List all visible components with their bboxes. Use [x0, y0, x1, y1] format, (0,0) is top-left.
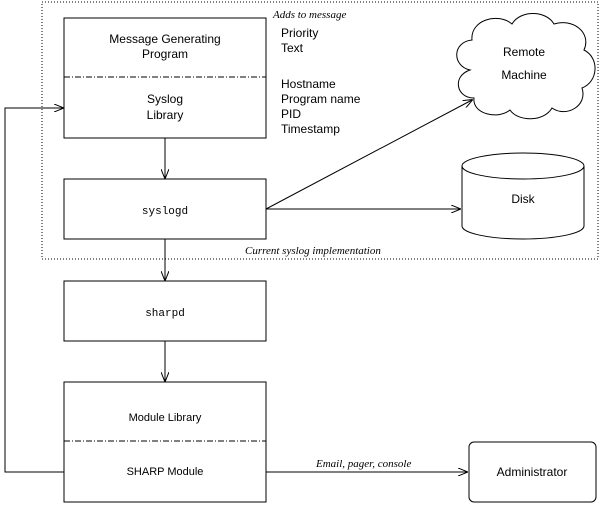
sharpd-label: sharpd [145, 308, 185, 320]
message-program-label-2: Program [142, 47, 188, 61]
region-caption-bottom: Current syslog implementation [245, 245, 381, 257]
admin-arrow-label: Email, pager, console [315, 458, 411, 470]
disk-cylinder [461, 152, 585, 240]
module-library-label: Module Library [129, 412, 202, 424]
sharp-module-label: SHARP Module [127, 466, 204, 478]
remote-machine-label-2: Machine [501, 68, 547, 82]
syslog-library-label-1: Syslog [147, 92, 183, 106]
sharp-module-box [63, 381, 267, 503]
field-priority: Priority [281, 26, 318, 40]
field-text: Text [281, 41, 304, 55]
syslogd-label: syslogd [142, 206, 188, 218]
field-hostname: Hostname [281, 77, 336, 91]
administrator-label: Administrator [497, 465, 568, 479]
field-pid: PID [281, 107, 301, 121]
syslog-library-label-2: Library [147, 108, 184, 122]
remote-machine-cloud [456, 13, 596, 120]
disk-label: Disk [511, 192, 535, 206]
field-program-name: Program name [281, 92, 361, 106]
region-caption-top: Adds to message [272, 9, 346, 21]
administrator-box [468, 441, 597, 503]
remote-machine-label-1: Remote [503, 45, 545, 59]
sharpd-box [63, 280, 267, 342]
field-timestamp: Timestamp [281, 122, 340, 136]
arrow-feedback-to-library [4, 108, 64, 473]
message-program-label-1: Message Generating [109, 32, 220, 46]
arrow-syslogd-to-remote [265, 100, 472, 210]
syslog-implementation-region [41, 1, 599, 260]
message-program-box [63, 17, 267, 139]
